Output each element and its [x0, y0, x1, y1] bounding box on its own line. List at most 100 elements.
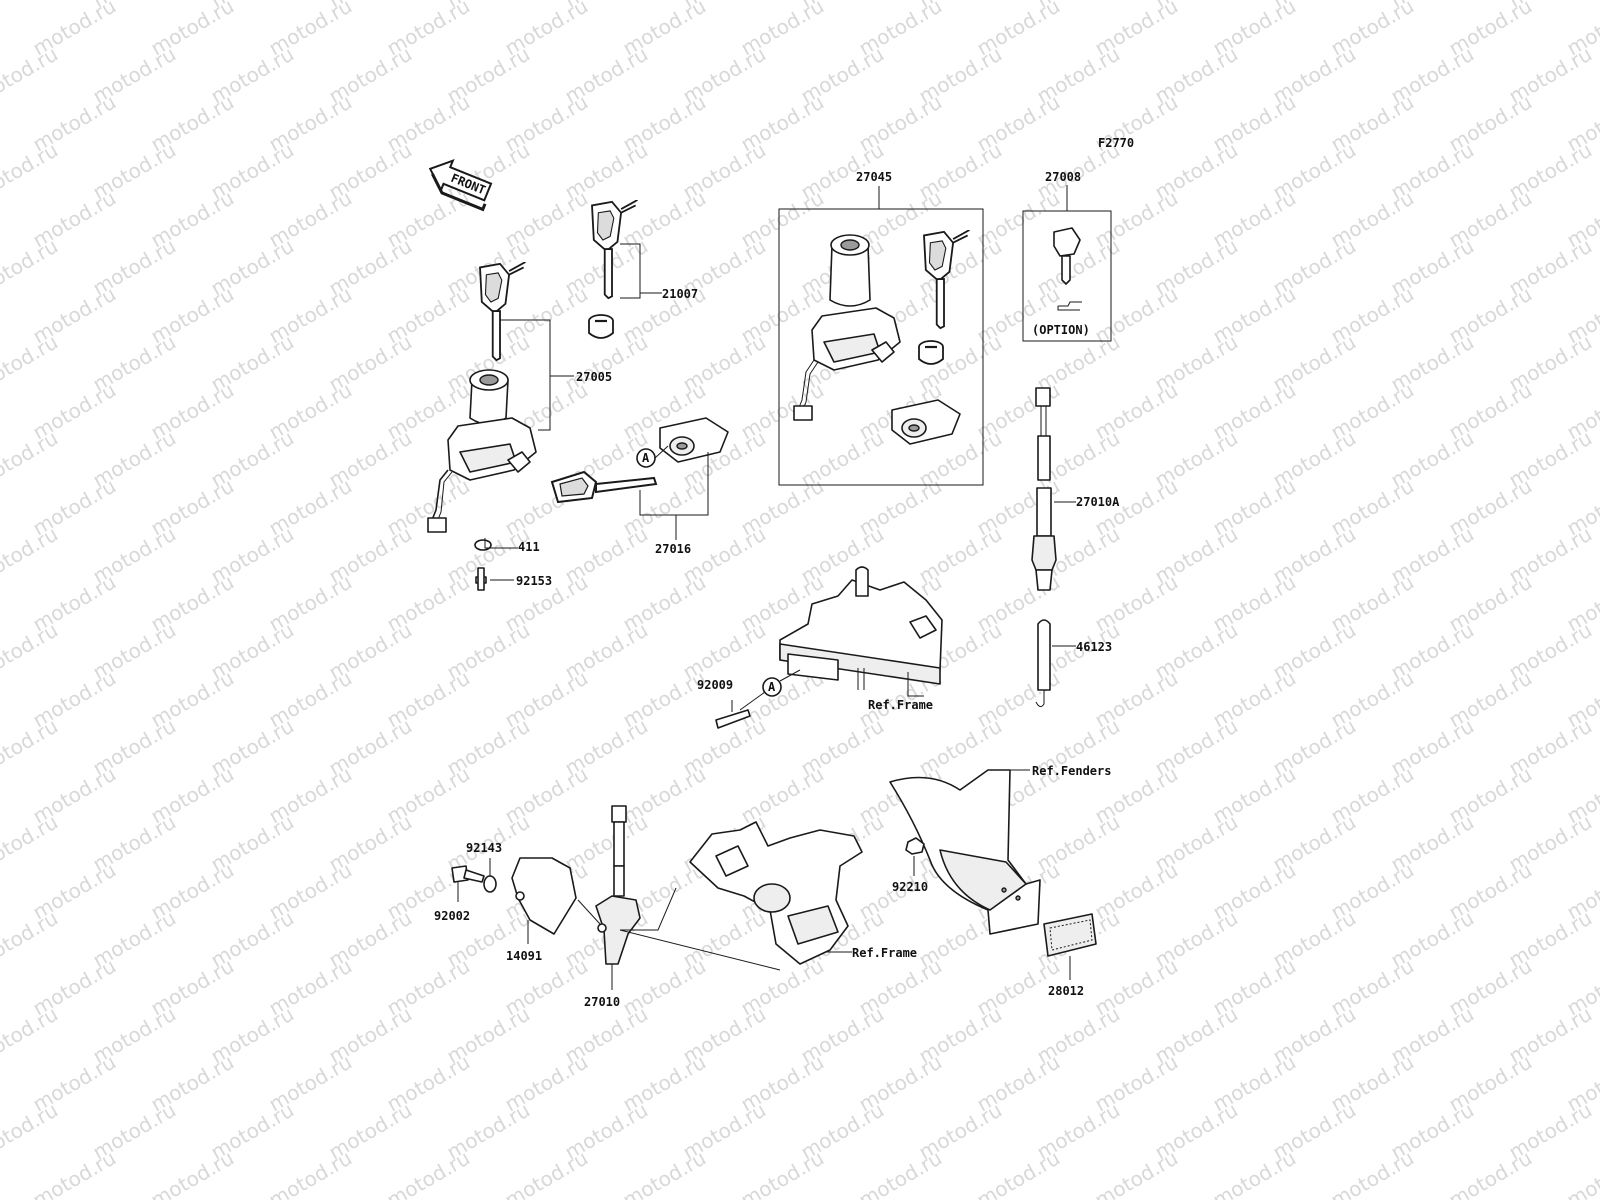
reflector-28012-pattern: [1049, 919, 1093, 951]
brake-switch-wires: [1040, 406, 1047, 438]
ref-fenders: Ref.Fenders: [1032, 764, 1111, 778]
label-92153: 92153: [516, 574, 552, 588]
watermark-text: motod.ru: [89, 1194, 180, 1200]
watermark-text: motod.ru: [0, 810, 62, 877]
watermark-text: motod.ru: [325, 1194, 416, 1200]
watermark-text: motod.ru: [0, 1098, 62, 1165]
label-27010a: 27010A: [1076, 495, 1120, 509]
set-seat-lock-keyhole: [908, 424, 920, 432]
seat-lock-27016: A 27016: [551, 417, 729, 556]
watermark-text: motod.ru: [0, 474, 2, 541]
leader-27016: [639, 445, 709, 540]
spring-hook: [1035, 690, 1045, 708]
watermark-text: motod.ru: [797, 1194, 888, 1200]
watermark-text: motod.ru: [1269, 1194, 1360, 1200]
watermark-text: motod.ru: [1563, 1146, 1600, 1200]
washer-92143: [483, 875, 497, 893]
watermark-text: motod.ru: [1151, 1194, 1242, 1200]
watermark-text: motod.ru: [561, 1194, 652, 1200]
spring-46123: 46123: [1035, 619, 1112, 708]
label-21007: 21007: [662, 287, 698, 301]
frame-upper-pin: [857, 668, 865, 690]
switch-27010-stem: [613, 865, 625, 897]
watermark-text: motod.ru: [0, 330, 62, 397]
screw-92009: [715, 709, 751, 729]
watermark-text: motod.ru: [0, 762, 2, 829]
callout-a-lower: [762, 677, 782, 697]
spring-body: [1037, 619, 1051, 691]
callout-a-lower-letter: A: [768, 680, 776, 694]
label-27016: 27016: [655, 542, 691, 556]
watermark-text: motod.ru: [0, 138, 62, 205]
label-92143: 92143: [466, 841, 502, 855]
watermark-text: motod.ru: [737, 1146, 828, 1200]
watermark-text: motod.ru: [0, 42, 62, 109]
blank-key-27008: 27008 (OPTION): [1022, 170, 1112, 342]
watermark-text: motod.ru: [0, 618, 62, 685]
leader-411: [484, 538, 518, 549]
brake-switch-sleeve: [1037, 435, 1051, 481]
brake-switch-27010a: 27010A: [1031, 387, 1120, 591]
callout-a-upper-letter: A: [642, 451, 650, 465]
watermark-text: motod.ru: [1327, 1146, 1418, 1200]
watermark-text: motod.ru: [0, 954, 2, 1021]
frame-upper-post: [855, 566, 869, 597]
leader-27005: [500, 319, 574, 431]
leader-21007: [620, 243, 662, 299]
watermark-text: motod.ru: [0, 426, 62, 493]
label-92210: 92210: [892, 880, 928, 894]
switch-27010-wire: [613, 821, 625, 867]
watermark-text: motod.ru: [1091, 1146, 1182, 1200]
box-27045: [778, 208, 984, 486]
mount-boss: [507, 451, 531, 473]
frame-lower-plate: [787, 905, 839, 945]
blank-key-chip: [1057, 301, 1082, 311]
watermark-text: motod.ru: [0, 0, 62, 12]
switch-connector: [427, 517, 447, 533]
label-28012: 28012: [1048, 984, 1084, 998]
switch-27010-body: [595, 895, 641, 965]
watermark-text: motod.ru: [207, 1194, 298, 1200]
fender-hole-1: [1001, 887, 1007, 893]
watermark-text: motod.ru: [1387, 1194, 1478, 1200]
set-lock-cylinder: [829, 244, 871, 307]
leader-ref-frame-upper: [907, 672, 924, 697]
watermark-text: motod.ru: [147, 1146, 238, 1200]
switch-27010-connector: [611, 805, 627, 823]
label-27005: 27005: [576, 370, 612, 384]
label-14091: 14091: [506, 949, 542, 963]
frame-bracket-upper: A 92009 Ref.Frame: [697, 566, 943, 729]
lower-assembly: 92143 92002 14091 27010 Ref.Frame: [434, 805, 917, 1009]
option-label: (OPTION): [1032, 323, 1090, 337]
watermark-text: motod.ru: [0, 666, 2, 733]
frame-lower-tab: [715, 845, 749, 877]
blank-key-blade: [1061, 255, 1071, 285]
watermark-text: motod.ru: [383, 1146, 474, 1200]
label-46123: 46123: [1076, 640, 1112, 654]
watermark-text: motod.ru: [0, 90, 2, 157]
ref-frame-lower: Ref.Frame: [852, 946, 917, 960]
watermark-text: motod.ru: [1505, 1194, 1596, 1200]
set-connector: [793, 405, 813, 421]
watermark-text: motod.ru: [501, 1146, 592, 1200]
keyhole: [479, 374, 499, 386]
label-92002: 92002: [434, 909, 470, 923]
switch-27010-link: [577, 899, 601, 925]
bolt-92002-shank: [463, 869, 485, 883]
bracket-14091-hole: [515, 891, 525, 901]
watermark-text: motod.ru: [265, 1146, 356, 1200]
label-27010: 27010: [584, 995, 620, 1009]
watermark-text: motod.ru: [29, 1146, 120, 1200]
ref-frame-upper: Ref.Frame: [868, 698, 933, 712]
brake-switch-body: [1031, 535, 1057, 571]
watermark-text: motod.ru: [0, 186, 2, 253]
switch-27010-pivot: [597, 923, 607, 933]
fender-assembly: Ref.Fenders 92210 28012: [889, 764, 1111, 998]
watermark-text: motod.ru: [0, 906, 62, 973]
cap-21007: [587, 313, 615, 340]
set-cap: [917, 339, 945, 366]
brake-switch-tip: [1035, 569, 1053, 591]
watermark-text: motod.ru: [443, 1194, 534, 1200]
label-27008: 27008: [1045, 170, 1081, 184]
watermark-text: motod.ru: [1033, 1194, 1124, 1200]
